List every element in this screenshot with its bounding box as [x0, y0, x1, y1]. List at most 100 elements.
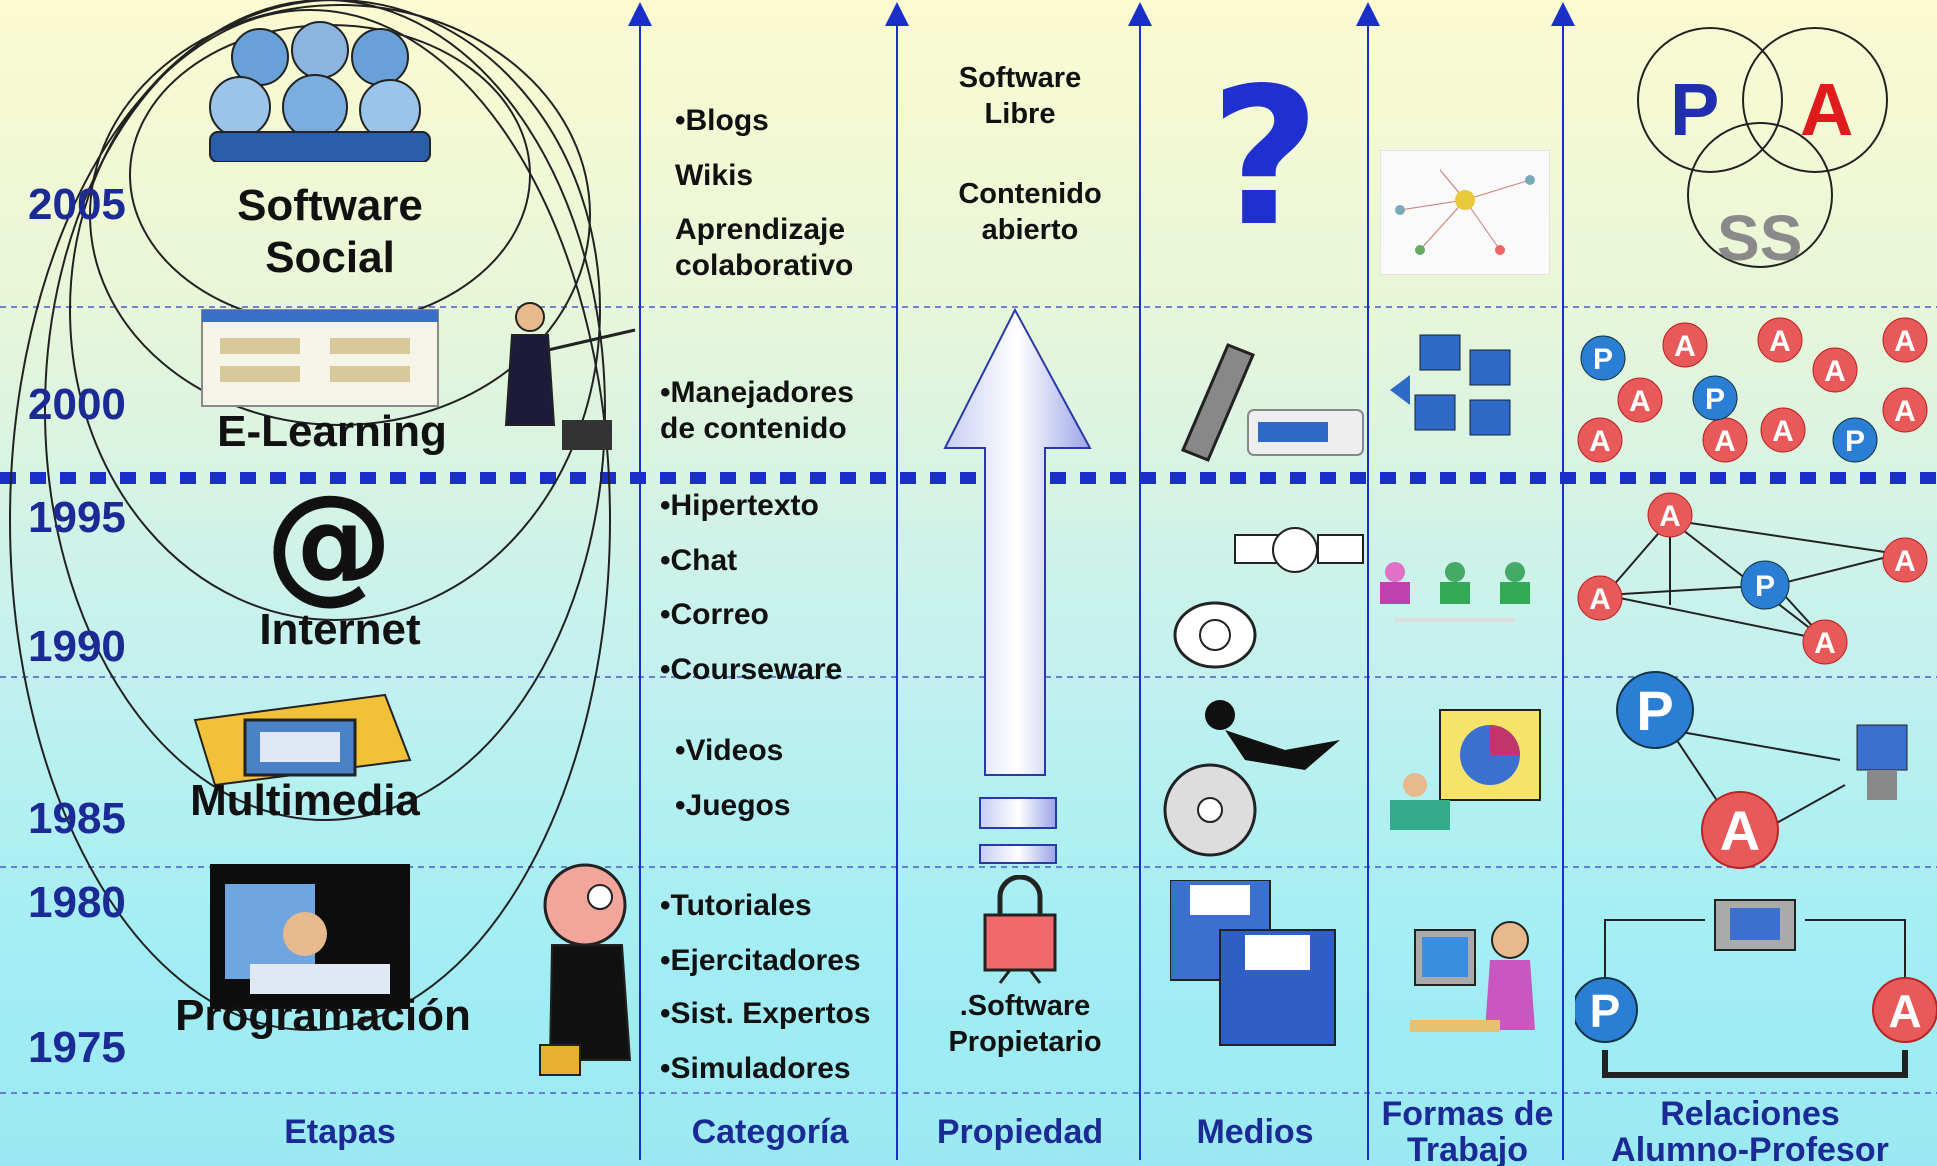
venn-diagram: [1637, 27, 1888, 268]
node-a-6: A: [1577, 417, 1623, 463]
category-hipertexto: •Hipertexto: [660, 489, 819, 522]
footer-propiedad: Propiedad: [936, 1113, 1104, 1151]
footer-formas-de-trabajo: Formas de Trabajo: [1370, 1096, 1565, 1166]
svg-text:P: P: [1755, 570, 1775, 603]
propiedad-top-line-2: Libre: [984, 98, 1056, 130]
scattered-nodes: A A A A A A A A A P P P: [1577, 317, 1928, 463]
satellite-telephone-icon: [1173, 527, 1364, 669]
runner-cd-icon: [1163, 700, 1340, 857]
svg-text:A: A: [1769, 325, 1791, 358]
footer-etapas: Etapas: [284, 1113, 396, 1151]
category-courseware: •Courseware: [660, 653, 843, 686]
programacion-node-p: P: [1590, 985, 1621, 1037]
stage-label-internet: Internet: [259, 605, 421, 654]
venn-label-ss: SS: [1717, 202, 1802, 274]
year-1990: 1990: [28, 622, 126, 671]
web-page-screenshot-icon: [201, 309, 439, 407]
net-node-a-left: A: [1577, 575, 1623, 621]
propiedad-bottom-line-2: Propietario: [948, 1026, 1102, 1058]
net-node-p-center: P: [1740, 560, 1790, 610]
year-1985: 1985: [28, 794, 126, 843]
svg-text:A: A: [1894, 395, 1916, 428]
floppy-disk-icon: [1170, 880, 1336, 1046]
svg-text:P: P: [1845, 425, 1865, 458]
programmer-at-desk-icon: [210, 864, 410, 1009]
svg-text:A: A: [1674, 330, 1696, 363]
footer-formas-line-2: Trabajo: [1407, 1131, 1528, 1166]
year-2000: 2000: [28, 380, 126, 429]
ellipse-e-learning: [89, 4, 591, 426]
node-a-7: A: [1702, 417, 1748, 463]
category-ejercitadores: •Ejercitadores: [660, 944, 861, 977]
category-wikis: Wikis: [675, 159, 754, 192]
node-p-3: P: [1832, 417, 1878, 463]
ellipse-internet: [69, 0, 601, 621]
propiedad-software-propietario: .Software Propietario: [930, 988, 1120, 1060]
venn-label-a: A: [1800, 68, 1853, 151]
category-de-contenido: de contenido: [660, 412, 847, 445]
svg-text:A: A: [1714, 425, 1736, 458]
multimedia-node-a: A: [1720, 799, 1760, 862]
node-a-4: A: [1882, 317, 1928, 363]
svg-text:P: P: [1593, 343, 1613, 376]
propiedad-bottom-line-1: .Software: [959, 990, 1091, 1022]
category-simuladores: •Simuladores: [660, 1052, 851, 1085]
people-group-icon: [209, 21, 431, 162]
venn-label-p: P: [1670, 68, 1719, 151]
year-2005: 2005: [28, 180, 126, 229]
stage-label-software-social: Software Social: [205, 180, 455, 284]
programacion-node-a: A: [1888, 985, 1921, 1037]
svg-text:A: A: [1814, 627, 1836, 660]
multimedia-relations: P A: [1616, 671, 1908, 869]
stage-label-multimedia: Multimedia: [190, 776, 420, 825]
programacion-relations: [1602, 919, 1908, 1078]
padlock-icon: [983, 875, 1057, 984]
svg-text:A: A: [1589, 583, 1611, 616]
stage-software-social-line-1: Software: [237, 181, 423, 230]
ellipse-programacion: [9, 9, 611, 1031]
node-a-3: A: [1812, 347, 1858, 393]
woman-computer-icon: [1410, 921, 1535, 1032]
category-correo: •Correo: [660, 598, 769, 631]
node-a-1: A: [1662, 322, 1708, 368]
svg-text:A: A: [1629, 385, 1651, 418]
year-1995: 1995: [28, 493, 126, 542]
category-videos: •Videos: [675, 734, 784, 767]
node-a-9: A: [1882, 387, 1928, 433]
stage-label-e-learning: E-Learning: [217, 407, 447, 456]
ellipse-multimedia: [44, 0, 606, 821]
propiedad-top-line-1: Software: [958, 62, 1082, 94]
stage-software-social-line-2: Social: [265, 233, 395, 282]
svg-text:A: A: [1894, 325, 1916, 358]
node-a-8: A: [1760, 407, 1806, 453]
programmer-character-icon: [539, 863, 632, 1076]
category-colaborativo: colaborativo: [675, 249, 854, 282]
year-1980: 1980: [28, 878, 126, 927]
node-p-1: P: [1580, 335, 1626, 381]
net-node-a-right: A: [1882, 537, 1928, 583]
cellphone-usb-icon: [1181, 343, 1364, 462]
node-a-2: A: [1757, 317, 1803, 363]
footer-relaciones-line-2: Alumno-Profesor: [1611, 1131, 1889, 1166]
question-mark-icon: ?: [1209, 47, 1321, 268]
stage-label-programacion: Programación: [175, 991, 471, 1040]
svg-text:P: P: [1705, 383, 1725, 416]
multimedia-node-p: P: [1636, 679, 1673, 742]
teacher-pointer-icon: [504, 302, 636, 450]
relaciones-diagrams: P A SS A A A A A A A A A P P P A A A: [1575, 27, 1937, 1078]
propiedad-arrow: [943, 307, 1092, 864]
svg-text:A: A: [1824, 355, 1846, 388]
propiedad-mid-line-2: abierto: [981, 214, 1079, 246]
category-aprendizaje: Aprendizaje: [675, 213, 846, 246]
footer-medios: Medios: [1196, 1113, 1314, 1151]
category-tutoriales: •Tutoriales: [660, 889, 812, 922]
column-arrows: [628, 2, 1575, 1160]
at-sign-icon: @: [265, 468, 393, 617]
node-p-2: P: [1692, 375, 1738, 421]
net-node-a-bottom: A: [1802, 619, 1848, 665]
svg-text:A: A: [1894, 545, 1916, 578]
footer-formas-line-1: Formas de: [1381, 1095, 1554, 1133]
propiedad-mid-line-1: Contenido: [958, 178, 1102, 210]
node-a-5: A: [1617, 377, 1663, 423]
